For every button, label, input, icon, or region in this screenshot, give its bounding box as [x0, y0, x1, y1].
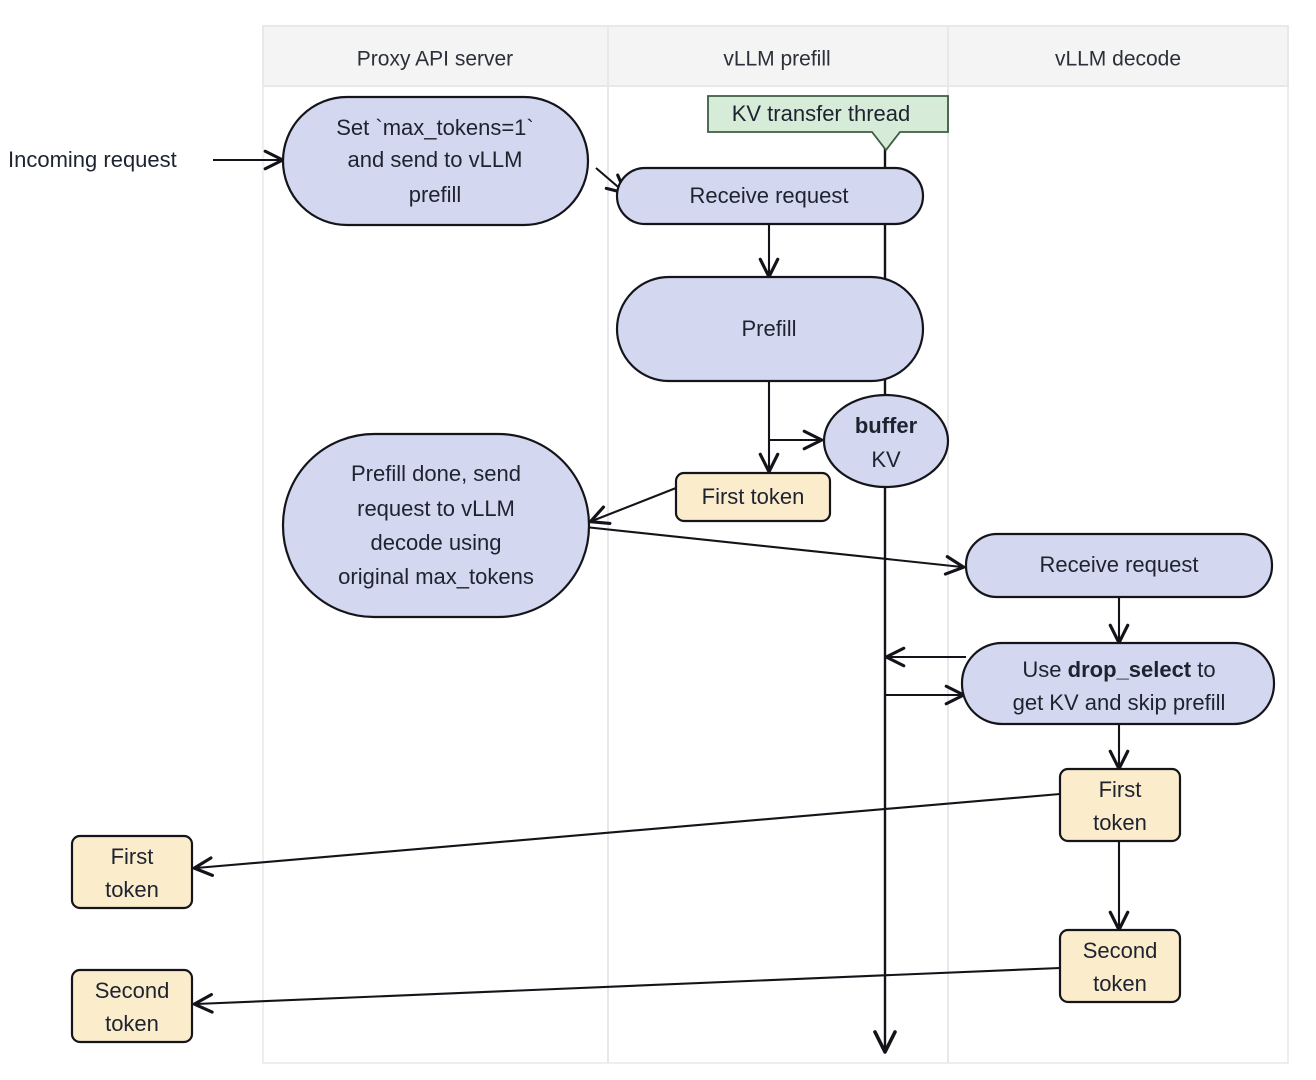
node-drop-select-line-2: get KV and skip prefill: [1013, 690, 1226, 715]
node-prefill-receive-request-label: Receive request: [690, 183, 849, 208]
node-kv-transfer-thread-label: KV transfer thread: [732, 101, 911, 126]
node-prefill-label: Prefill: [741, 316, 796, 341]
node-decode-receive-request-shape[interactable]: [964, 532, 1274, 599]
node-set-max-tokens-line-2: and send to vLLM: [348, 147, 523, 172]
node-prefill-done-line-2: request to vLLM: [357, 496, 515, 521]
node-decode-first-token-shape[interactable]: [1058, 767, 1182, 843]
node-proxy-first-token-shape[interactable]: [70, 834, 194, 910]
lane-title-decode: vLLM decode: [1055, 48, 1181, 71]
node-prefill-done[interactable]: Prefill done, send request to vLLM decod…: [281, 432, 591, 619]
node-decode-first-token[interactable]: First token: [1058, 767, 1182, 843]
node-prefill-first-token-label: First token: [702, 484, 805, 509]
edge-decodefirst-to-proxyfirst: [192, 792, 1061, 877]
node-proxy-second-token-shape[interactable]: [70, 968, 194, 1044]
node-set-max-tokens-line-1: Set `max_tokens=1`: [336, 115, 533, 140]
node-prefill[interactable]: Prefill: [615, 275, 925, 383]
incoming-request-label: Incoming request: [8, 147, 177, 172]
node-decode-second-token[interactable]: Second token: [1058, 928, 1182, 1004]
node-kv-transfer-thread-shape[interactable]: [707, 95, 949, 152]
node-decode-first-token-line-1: First: [1099, 777, 1142, 802]
node-kv-transfer-thread[interactable]: KV transfer thread: [707, 95, 949, 152]
node-drop-select-part-3: to: [1191, 657, 1215, 682]
node-prefill-receive-request[interactable]: Receive request: [615, 166, 925, 226]
node-prefill-first-token-shape[interactable]: [674, 471, 832, 523]
node-drop-select-part-2: drop_select: [1068, 657, 1192, 682]
node-decode-first-token-line-2: token: [1093, 810, 1147, 835]
node-decode-receive-request-label: Receive request: [1040, 552, 1199, 577]
node-drop-select-line-1: Use drop_select to: [1022, 657, 1215, 682]
node-prefill-done-line-1: Prefill done, send: [351, 461, 521, 486]
node-proxy-second-token-line-1: Second: [95, 978, 170, 1003]
node-prefill-done-shape[interactable]: [281, 432, 591, 619]
node-proxy-second-token-line-2: token: [105, 1011, 159, 1036]
node-prefill-shape[interactable]: [615, 275, 925, 383]
node-proxy-first-token-line-1: First: [111, 844, 154, 869]
node-decode-second-token-shape[interactable]: [1058, 928, 1182, 1004]
node-prefill-receive-request-shape[interactable]: [615, 166, 925, 226]
node-buffer-kv-line-1: buffer: [855, 413, 918, 438]
node-proxy-first-token[interactable]: First token: [70, 834, 194, 910]
node-prefill-done-line-4: original max_tokens: [338, 564, 534, 589]
node-proxy-first-token-line-2: token: [105, 877, 159, 902]
node-set-max-tokens-shape[interactable]: [281, 95, 590, 227]
node-decode-second-token-line-1: Second: [1083, 938, 1158, 963]
edge-decodesecond-to-proxysecond: [192, 966, 1061, 1014]
node-set-max-tokens-line-3: prefill: [409, 182, 462, 207]
lane-title-proxy: Proxy API server: [357, 48, 513, 71]
node-prefill-first-token[interactable]: First token: [674, 471, 832, 523]
node-drop-select[interactable]: Use drop_select to get KV and skip prefi…: [960, 641, 1276, 726]
node-proxy-second-token[interactable]: Second token: [70, 968, 194, 1044]
node-prefill-done-line-3: decode using: [371, 530, 502, 555]
edge-prefilldone-to-decodereceive: [584, 525, 966, 576]
node-decode-receive-request[interactable]: Receive request: [964, 532, 1274, 599]
node-drop-select-shape[interactable]: [960, 641, 1276, 726]
node-drop-select-part-1: Use: [1022, 657, 1067, 682]
node-buffer-kv-shape[interactable]: [822, 393, 950, 489]
edge-firsttoken-to-prefilldone: [588, 487, 677, 525]
node-buffer-kv-line-2: KV: [871, 447, 901, 472]
node-buffer-kv[interactable]: buffer KV: [822, 393, 950, 489]
lane-header-band: [262, 25, 1289, 87]
node-set-max-tokens[interactable]: Set `max_tokens=1` and send to vLLM pref…: [281, 95, 590, 227]
node-decode-second-token-line-2: token: [1093, 971, 1147, 996]
lane-title-prefill: vLLM prefill: [723, 48, 830, 71]
